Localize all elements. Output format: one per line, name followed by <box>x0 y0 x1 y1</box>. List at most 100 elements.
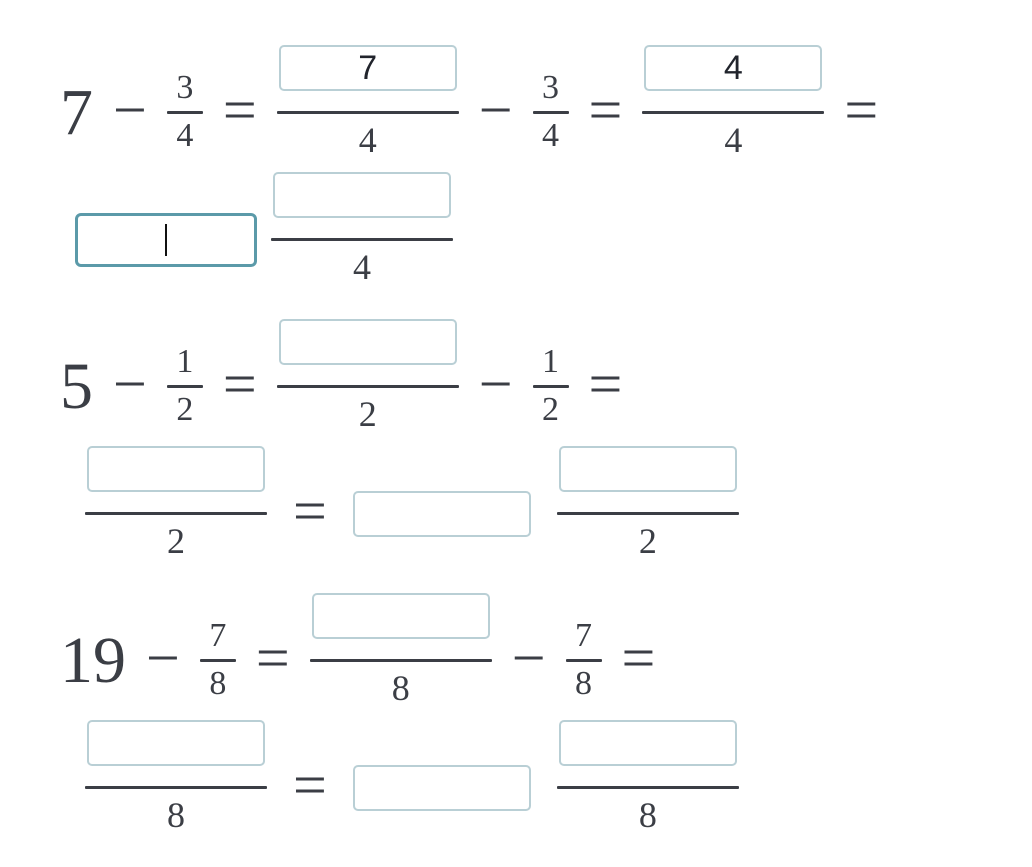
improper-fraction: 8 <box>85 720 267 855</box>
step1-numerator-input[interactable] <box>278 319 457 365</box>
subtrahend-numerator: 1 <box>542 343 560 380</box>
fraction-bar <box>271 238 453 241</box>
equals-sign: = <box>222 350 257 417</box>
fraction-bar <box>85 512 267 515</box>
step2-fraction: 4 <box>642 45 825 180</box>
minuend: 7 <box>60 75 93 149</box>
fraction-bar <box>565 659 602 662</box>
problem-2: 5 − 1 2 = 2 − 1 2 = <box>0 319 1032 581</box>
equals-sign: = <box>293 477 327 544</box>
subtrahend-fraction: 1 2 <box>166 343 203 428</box>
problem-1: 7 − 3 4 = 4 − 3 4 = 4 <box>0 45 1032 307</box>
subtrahend-fraction: 3 4 <box>532 69 569 154</box>
equals-sign: = <box>588 76 623 143</box>
improper-fraction: 2 <box>85 446 267 581</box>
equals-sign: = <box>844 76 879 143</box>
fraction-bar <box>166 385 203 388</box>
step2-numerator-slot <box>644 45 823 111</box>
result-numerator-input[interactable] <box>558 720 737 766</box>
result-numerator-input[interactable] <box>558 446 737 492</box>
fraction-bar <box>199 659 236 662</box>
result-numerator-input[interactable] <box>273 172 451 218</box>
fraction-bar <box>556 512 739 515</box>
subtrahend-fraction: 3 4 <box>166 69 203 154</box>
problem-3-line-1: 19 − 7 8 = 8 − 7 8 = <box>0 593 1032 728</box>
step1-numerator-input[interactable] <box>311 593 490 639</box>
subtrahend-numerator: 1 <box>176 343 194 380</box>
step2-denominator: 4 <box>724 120 743 160</box>
result-fraction: 4 <box>271 172 453 307</box>
minus-sign: − <box>146 624 180 691</box>
step1-numerator-slot <box>278 45 457 111</box>
minuend: 19 <box>60 623 126 697</box>
fraction-bar <box>85 786 267 789</box>
equals-sign: = <box>255 624 290 691</box>
improper-numerator-input[interactable] <box>87 720 265 766</box>
subtrahend-numerator: 7 <box>209 617 227 654</box>
fraction-bar <box>309 659 492 662</box>
step1-fraction: 2 <box>276 319 459 454</box>
result-whole-input[interactable] <box>352 764 531 811</box>
step1-numerator-input[interactable] <box>278 45 457 91</box>
subtrahend-denominator: 2 <box>176 391 194 428</box>
fraction-bar <box>532 385 569 388</box>
result-whole-input[interactable] <box>75 212 257 267</box>
text-cursor <box>165 223 167 256</box>
result-fraction: 2 <box>556 446 739 581</box>
step1-fraction: 4 <box>276 45 459 180</box>
subtrahend-fraction: 1 2 <box>532 343 569 428</box>
minus-sign: − <box>113 76 147 143</box>
result-numerator-slot <box>558 446 737 512</box>
result-denominator: 4 <box>353 247 371 287</box>
result-numerator-slot <box>558 720 737 786</box>
subtrahend-denominator: 4 <box>176 117 194 154</box>
result-denominator: 2 <box>638 521 657 561</box>
step1-denominator: 8 <box>391 668 410 708</box>
problem-1-line-1: 7 − 3 4 = 4 − 3 4 = 4 <box>0 45 1032 180</box>
subtrahend-fraction: 7 8 <box>199 617 236 702</box>
improper-numerator-input[interactable] <box>87 446 265 492</box>
minus-sign: − <box>478 350 513 417</box>
subtrahend-denominator: 8 <box>209 665 227 702</box>
subtrahend-fraction: 7 8 <box>565 617 602 702</box>
problem-2-line-2: 2 = 2 <box>0 446 1032 581</box>
fraction-bar <box>642 111 825 114</box>
minus-sign: − <box>478 76 513 143</box>
step1-denominator: 2 <box>358 394 377 434</box>
result-denominator: 8 <box>638 795 657 835</box>
problem-2-line-1: 5 − 1 2 = 2 − 1 2 = <box>0 319 1032 454</box>
improper-denominator: 8 <box>167 795 185 835</box>
step1-fraction: 8 <box>309 593 492 728</box>
equals-sign: = <box>588 350 623 417</box>
equals-sign: = <box>621 624 656 691</box>
fraction-bar <box>556 786 739 789</box>
improper-denominator: 2 <box>167 521 185 561</box>
step1-numerator-slot <box>278 319 457 385</box>
subtrahend-numerator: 3 <box>542 69 560 106</box>
improper-numerator-slot <box>87 446 265 512</box>
equals-sign: = <box>293 751 327 818</box>
fraction-bar <box>166 111 203 114</box>
step1-numerator-slot <box>311 593 490 659</box>
subtrahend-numerator: 3 <box>176 69 194 106</box>
step1-denominator: 4 <box>358 120 377 160</box>
minus-sign: − <box>511 624 546 691</box>
fraction-bar <box>532 111 569 114</box>
problem-1-line-2: 4 <box>0 172 1032 307</box>
result-numerator-slot <box>273 172 451 238</box>
equals-sign: = <box>222 76 257 143</box>
fraction-bar <box>276 385 459 388</box>
fraction-bar <box>276 111 459 114</box>
subtrahend-denominator: 2 <box>542 391 560 428</box>
minus-sign: − <box>113 350 147 417</box>
result-whole-input[interactable] <box>352 490 531 537</box>
result-fraction: 8 <box>556 720 739 855</box>
subtrahend-numerator: 7 <box>575 617 593 654</box>
improper-numerator-slot <box>87 720 265 786</box>
subtrahend-denominator: 8 <box>575 665 593 702</box>
problem-3-line-2: 8 = 8 <box>0 720 1032 855</box>
problem-3: 19 − 7 8 = 8 − 7 8 = <box>0 593 1032 855</box>
subtrahend-denominator: 4 <box>542 117 560 154</box>
step2-numerator-input[interactable] <box>644 45 823 91</box>
